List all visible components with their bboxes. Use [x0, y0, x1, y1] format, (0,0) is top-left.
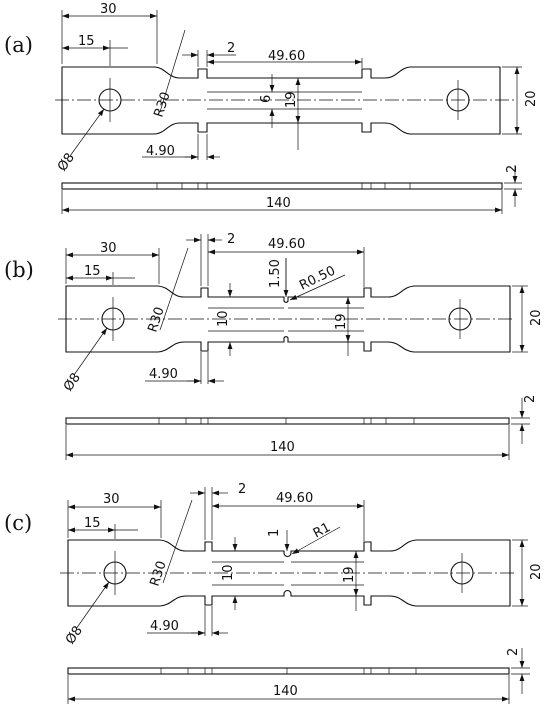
- panel-label: (c): [4, 511, 32, 535]
- dim-notch-depth: 1.50: [268, 259, 283, 288]
- specimen-top-outline: [67, 539, 511, 607]
- dim-step-width: 4.90: [146, 144, 175, 159]
- dim-grip-width: 20: [529, 563, 544, 580]
- dim-mid-width: 19: [342, 566, 357, 583]
- dim-gauge-length: 49.60: [268, 237, 305, 252]
- dim-notch-radius: R0.50: [297, 263, 338, 293]
- dim-overall-width: 30: [103, 492, 120, 507]
- dim-notch-radius: R1: [311, 520, 333, 541]
- side-view: [61, 182, 503, 190]
- panel-b: (b) 30 15 2 49.60 R30: [4, 232, 544, 460]
- dim-radius: R30: [146, 305, 168, 334]
- radius-leader: [162, 499, 193, 584]
- dim-hole-offset: 15: [84, 516, 101, 531]
- panel-c: (c) 30 15 2 49.60 R30: [4, 482, 544, 704]
- dim-hole-diameter: Ø8: [55, 151, 78, 175]
- dim-shoulder-step: 2: [227, 232, 235, 247]
- specimen-top-outline: [65, 285, 511, 353]
- dim-gauge-length: 49.60: [276, 491, 313, 506]
- dim-gauge-width: 10: [216, 310, 231, 327]
- dim-radius: R30: [152, 90, 174, 119]
- side-view: [67, 667, 510, 675]
- dim-total-length: 140: [266, 196, 291, 211]
- dim-shoulder-step: 2: [227, 41, 235, 56]
- dim-step-width: 4.90: [149, 367, 178, 382]
- dim-gauge-width: 10: [221, 564, 236, 581]
- dim-mid-width: 19: [334, 313, 349, 330]
- dim-thickness: 2: [505, 165, 520, 173]
- dim-thickness: 2: [506, 648, 521, 656]
- side-view: [65, 417, 510, 425]
- dim-hole-offset: 15: [78, 34, 95, 49]
- dim-total-length: 140: [273, 684, 298, 699]
- dim-hole-diameter: Ø8: [61, 371, 84, 395]
- radius-leader: [159, 29, 186, 113]
- dim-grip-width: 20: [524, 90, 539, 107]
- dim-shoulder-step: 2: [238, 482, 246, 497]
- dim-overall-width: 30: [100, 2, 117, 17]
- panel-a: (a) 30 15 2 49.60 R30: [4, 2, 539, 214]
- dim-mid-width: 19: [284, 91, 299, 108]
- dim-hole-diameter: Ø8: [63, 624, 86, 648]
- radius-leader: [159, 247, 189, 331]
- dim-hole-offset: 15: [84, 264, 101, 279]
- dim-grip-width: 20: [529, 309, 544, 326]
- dim-total-length: 140: [270, 440, 295, 455]
- dim-step-width: 4.90: [150, 619, 179, 634]
- dim-gauge-width: 6: [259, 95, 274, 103]
- panel-label: (a): [4, 33, 33, 57]
- dim-overall-width: 30: [100, 241, 117, 256]
- dim-notch-depth: 1: [267, 529, 282, 537]
- dim-radius: R30: [148, 559, 170, 588]
- panel-label: (b): [4, 258, 34, 282]
- specimen-top-outline: [61, 66, 501, 135]
- dim-thickness: 2: [523, 395, 538, 403]
- dim-gauge-length: 49.60: [268, 49, 305, 64]
